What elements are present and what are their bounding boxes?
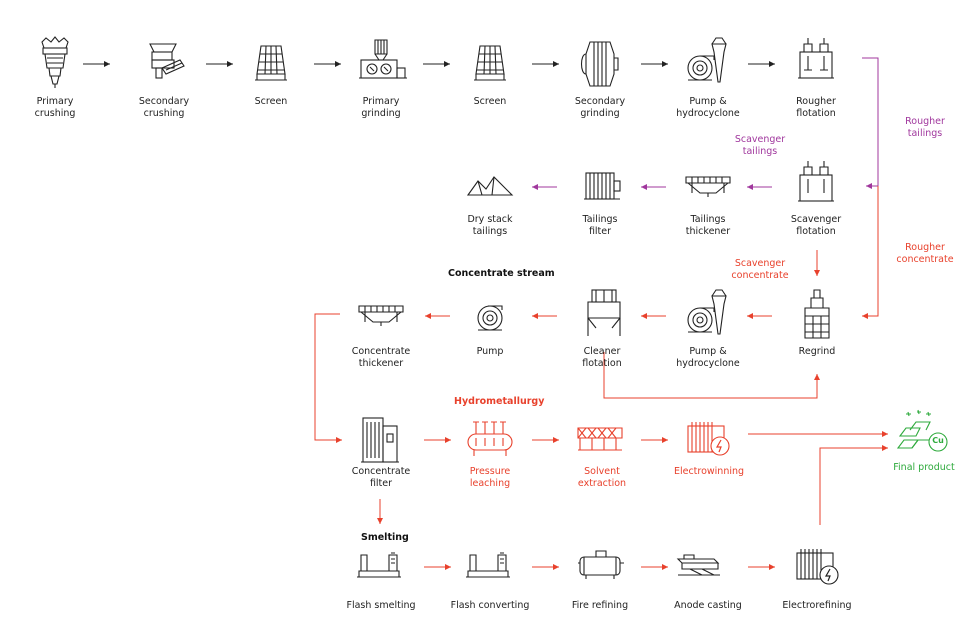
- label-secondary-crushing: Secondary crushing: [138, 96, 190, 119]
- screen-icon: [474, 45, 506, 81]
- heading-smelting: Smelting: [361, 532, 409, 543]
- label-final-product: Final product: [893, 462, 955, 473]
- label-pump: Pump: [476, 346, 504, 357]
- label-solvent-extraction: Solvent extraction: [577, 466, 627, 489]
- regrind-mill-icon: [804, 289, 830, 339]
- heading-hydrometallurgy: Hydrometallurgy: [454, 396, 545, 407]
- label-cleaner-flotation: Cleaner flotation: [582, 346, 622, 369]
- label-electrowinning: Electrowinning: [673, 466, 745, 477]
- label-scavenger-concentrate: Scavenger concentrate: [731, 258, 789, 281]
- primary-crusher-icon: [41, 36, 69, 88]
- label-rougher-tailings: Rougher tailings: [905, 116, 945, 139]
- cleaner-recycle-line: [603, 352, 820, 399]
- label-primary-crushing: Primary crushing: [34, 96, 76, 119]
- label-pump-hydrocyclone-1: Pump & hydrocyclone: [676, 96, 740, 119]
- label-pressure-leaching: Pressure leaching: [469, 466, 511, 489]
- electrorefining-icon: [796, 549, 839, 585]
- thickener-to-filter-line: [314, 313, 342, 443]
- flash-smelting-icon: [357, 552, 401, 578]
- label-scavenger-tailings: Scavenger tailings: [734, 134, 786, 157]
- label-rougher-flotation: Rougher flotation: [796, 96, 836, 119]
- copper-ingots-icon: [896, 409, 948, 452]
- pump-hydrocyclone-icon: [687, 289, 727, 335]
- cleaner-flotation-icon: [587, 289, 621, 336]
- label-dry-stack-tailings: Dry stack tailings: [467, 214, 513, 237]
- pump-icon: [477, 305, 503, 331]
- thickener-icon: [358, 305, 404, 326]
- label-screen-1: Screen: [254, 96, 288, 107]
- label-electrorefining: Electrorefining: [782, 600, 852, 611]
- label-rougher-concentrate: Rougher concentrate: [896, 242, 954, 265]
- pump-hydrocyclone-icon: [687, 37, 727, 83]
- electrorefining-to-product-line: [819, 445, 888, 525]
- label-primary-grinding: Primary grinding: [361, 96, 401, 119]
- concentrate-filter-icon: [361, 417, 399, 463]
- label-secondary-grinding: Secondary grinding: [574, 96, 626, 119]
- label-flash-converting: Flash converting: [450, 600, 530, 611]
- fire-refining-icon: [578, 550, 624, 579]
- dry-stack-tailings-icon: [466, 176, 514, 196]
- tailings-filter-icon: [584, 172, 621, 200]
- heading-concentrate-stream: Concentrate stream: [448, 268, 555, 279]
- solvent-extraction-icon: [577, 427, 623, 451]
- label-pump-hydrocyclone-2: Pump & hydrocyclone: [676, 346, 740, 369]
- label-fire-refining: Fire refining: [571, 600, 629, 611]
- tailings-thickener-icon: [685, 176, 731, 197]
- rougher-tailings-line: [862, 57, 879, 189]
- label-regrind: Regrind: [798, 346, 836, 357]
- flash-converting-icon: [466, 552, 510, 578]
- cu-symbol: Cu: [932, 436, 944, 445]
- label-concentrate-thickener: Concentrate thickener: [351, 346, 411, 369]
- ball-mill-icon: [580, 41, 619, 87]
- label-flash-smelting: Flash smelting: [346, 600, 416, 611]
- label-screen-2: Screen: [473, 96, 507, 107]
- label-tailings-thickener: Tailings thickener: [685, 214, 731, 237]
- anode-casting-icon: [676, 554, 720, 576]
- label-tailings-filter: Tailings filter: [582, 214, 618, 237]
- primary-grinding-icon: [359, 39, 407, 79]
- flotation-cell-icon: [798, 161, 834, 202]
- label-concentrate-filter: Concentrate filter: [351, 466, 411, 489]
- screen-icon: [255, 45, 287, 81]
- label-anode-casting: Anode casting: [674, 600, 742, 611]
- electrowinning-icon: [687, 422, 730, 456]
- pressure-leaching-icon: [467, 421, 513, 456]
- label-scavenger-flotation: Scavenger flotation: [790, 214, 842, 237]
- secondary-crusher-icon: [149, 43, 185, 79]
- rougher-concentrate-line: [862, 186, 879, 319]
- flotation-cell-icon: [798, 38, 834, 79]
